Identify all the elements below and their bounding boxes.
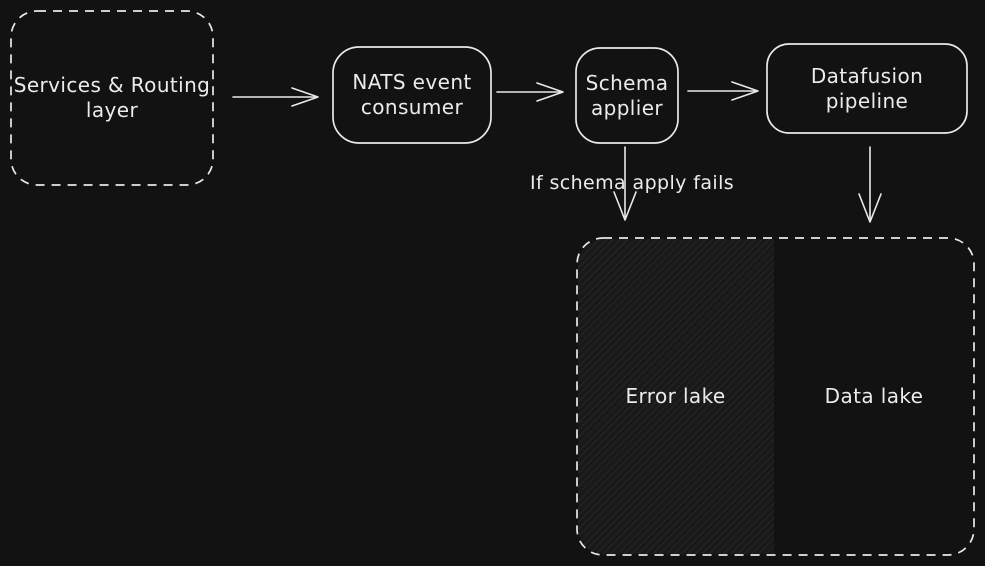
error-lake-label: Error lake xyxy=(625,384,726,408)
arrow-nats-to-schema xyxy=(496,82,564,102)
nats-consumer-box xyxy=(332,46,492,144)
datafusion-pipeline-box xyxy=(766,43,968,134)
data-lake-label: Data lake xyxy=(824,384,924,408)
arrow-services-to-nats xyxy=(232,87,319,107)
lakes-container-box xyxy=(576,237,975,556)
arrow-datafusion-to-data-lake xyxy=(858,146,882,223)
nats-consumer-label: NATS event consumer xyxy=(352,70,472,119)
schema-applier-box xyxy=(575,47,679,144)
fail-condition-label: If schema apply fails xyxy=(529,172,735,195)
error-lake-hatch-fill xyxy=(578,239,774,554)
arrow-schema-to-error-lake xyxy=(613,146,637,221)
services-routing-label: Services & Routing layer xyxy=(13,73,211,122)
schema-applier-label: Schema applier xyxy=(585,70,669,120)
datafusion-pipeline-label: Datafusion pipeline xyxy=(810,63,924,113)
arrow-schema-to-datafusion xyxy=(687,81,759,101)
